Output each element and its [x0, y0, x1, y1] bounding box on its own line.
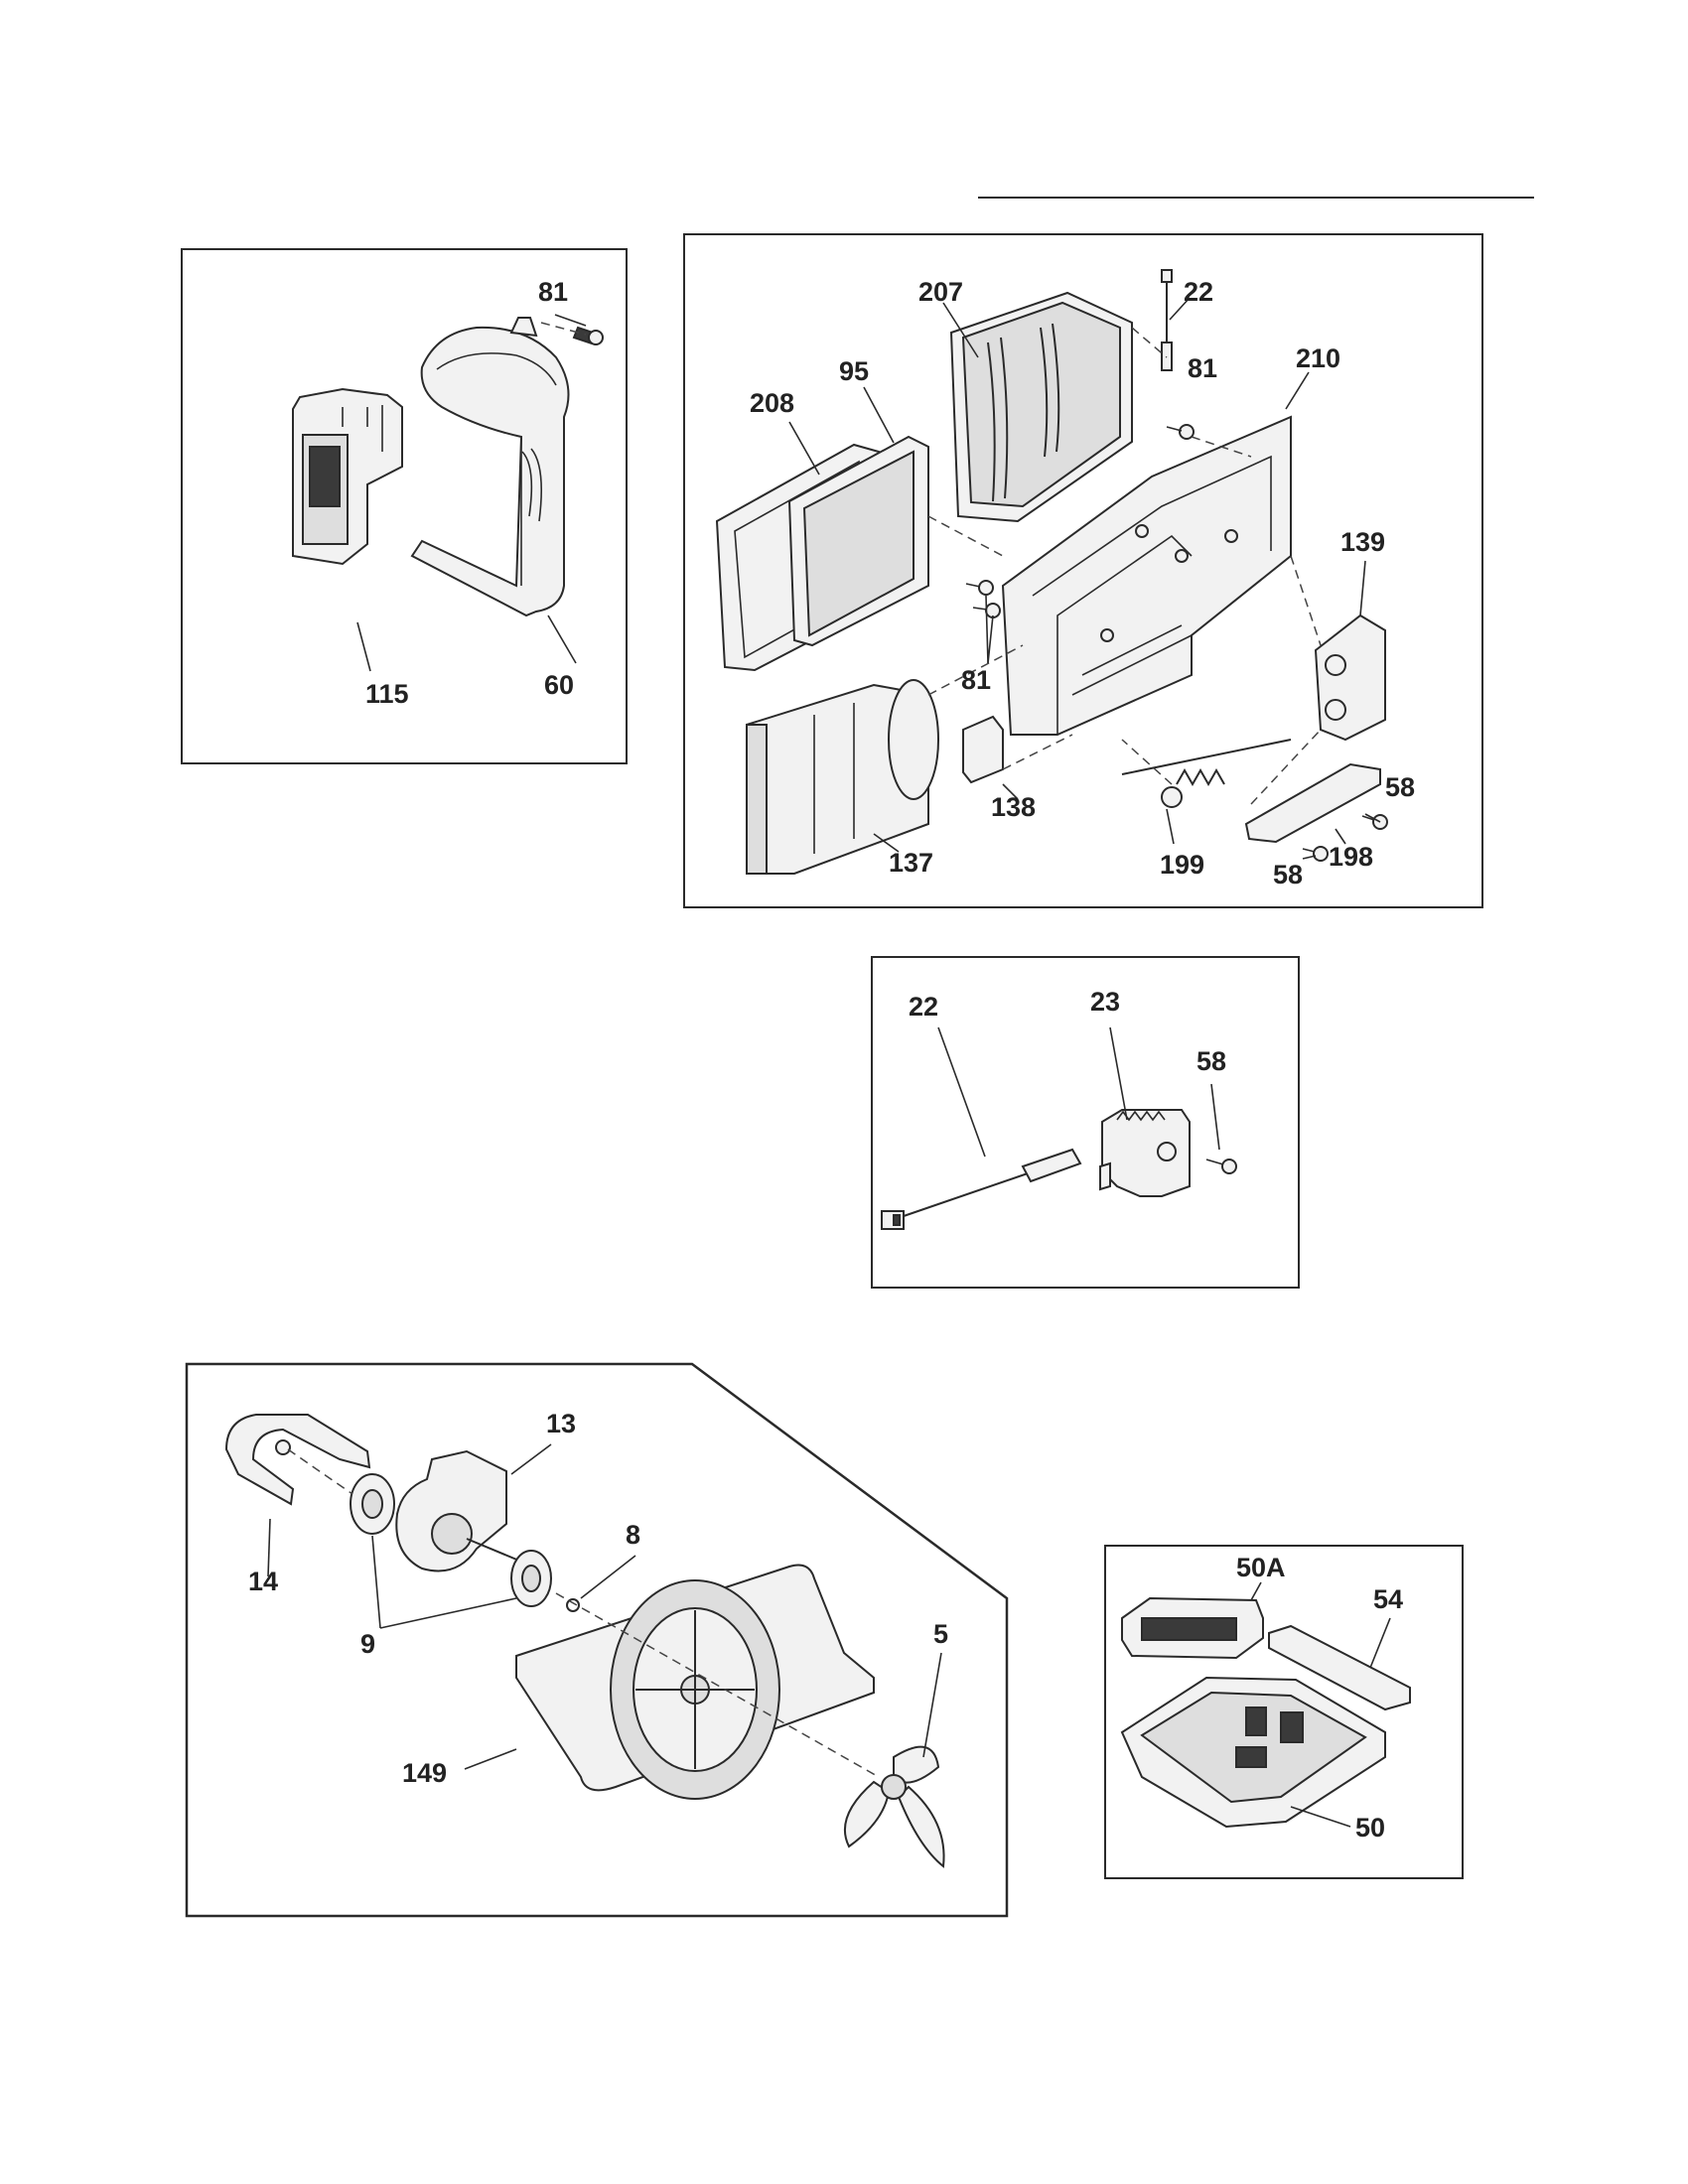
part-thermistor-22: [881, 1148, 1082, 1230]
part-spring-199: [1121, 739, 1292, 808]
callout-58: 58: [1196, 1046, 1226, 1076]
callout-137: 137: [889, 848, 933, 878]
part-thermistor-cover-23: [1099, 1109, 1191, 1197]
callout-149: 149: [402, 1758, 447, 1788]
callout-22: 22: [1184, 277, 1213, 307]
callout-58: 58: [1385, 772, 1415, 802]
callout-50a: 50A: [1236, 1553, 1286, 1582]
part-thermistor-22-top: [1161, 269, 1173, 371]
callout-81: 81: [961, 665, 991, 695]
header-rule: [978, 197, 1534, 199]
callout-8: 8: [626, 1520, 640, 1550]
panel-damper-assembly: [181, 248, 628, 764]
part-screw-81-damper: [540, 322, 604, 345]
callout-9: 9: [360, 1629, 375, 1659]
callout-54: 54: [1373, 1584, 1403, 1614]
callout-138: 138: [991, 792, 1036, 822]
panel-fan-assembly: [185, 1362, 1009, 1918]
part-fan-motor-13: [395, 1449, 527, 1572]
part-bracket-14: [224, 1414, 371, 1506]
callout-208: 208: [750, 388, 794, 418]
callout-210: 210: [1296, 343, 1340, 373]
panel-thermistor-assembly: [871, 956, 1300, 1289]
callout-60: 60: [544, 670, 574, 700]
callout-14: 14: [248, 1567, 278, 1596]
callout-199: 199: [1160, 850, 1204, 880]
part-filter-95: [787, 435, 929, 647]
part-washer-8: [566, 1598, 580, 1612]
part-solenoid-139: [1314, 614, 1386, 742]
callout-13: 13: [546, 1409, 576, 1438]
part-fan-blade-5: [843, 1745, 945, 1868]
callout-22: 22: [909, 992, 938, 1022]
part-damper-motor: [292, 387, 403, 566]
callout-5: 5: [933, 1619, 948, 1649]
callout-23: 23: [1090, 987, 1120, 1017]
callout-58: 58: [1273, 860, 1303, 889]
part-housing-210: [1001, 415, 1292, 736]
panel-control-box: [1104, 1545, 1464, 1879]
callout-81: 81: [538, 277, 568, 307]
callout-207: 207: [918, 277, 963, 307]
callout-81: 81: [1188, 353, 1217, 383]
callout-115: 115: [365, 679, 409, 709]
part-board-50a: [1121, 1596, 1264, 1660]
part-grommet-9-front: [510, 1550, 552, 1607]
part-control-housing-50: [1120, 1676, 1386, 1829]
part-bracket-54: [1268, 1624, 1411, 1711]
part-screws-81-58: [965, 424, 1388, 862]
panel-ice-dispenser-assembly: [683, 233, 1483, 908]
part-damper-housing: [410, 317, 570, 617]
callout-139: 139: [1340, 527, 1385, 557]
part-fan-shroud-149: [515, 1564, 875, 1800]
callout-95: 95: [839, 356, 869, 386]
part-bracket-138: [962, 715, 1004, 784]
callout-50: 50: [1355, 1813, 1385, 1843]
part-auger-motor-137: [746, 679, 939, 875]
part-grommet-9-rear: [350, 1473, 395, 1535]
part-screw-58-thermistor: [1205, 1159, 1237, 1174]
part-door-frame-207: [949, 291, 1133, 523]
part-plate-198: [1244, 762, 1381, 844]
callout-198: 198: [1329, 842, 1373, 872]
